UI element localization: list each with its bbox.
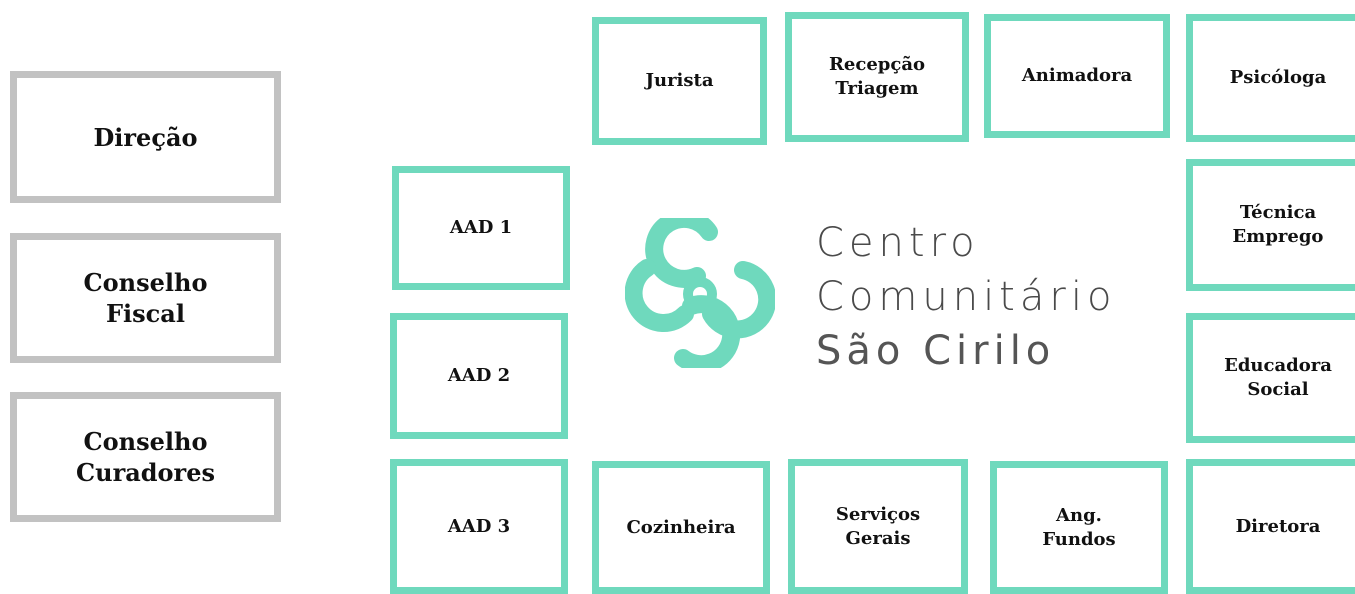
team-box-ang-fundos: Ang. Fundos: [990, 461, 1168, 594]
governance-label: Conselho Curadores: [76, 427, 215, 487]
team-label: Ang. Fundos: [1042, 504, 1116, 550]
team-box-tecnica-emprego: Técnica Emprego: [1186, 159, 1355, 291]
triple-s-loop-icon: [625, 218, 775, 368]
team-label: Recepção Triagem: [828, 54, 926, 99]
team-label: Serviços Gerais: [835, 503, 921, 549]
team-box-aad-1: AAD 1: [392, 166, 570, 290]
team-box-jurista: Jurista: [592, 17, 767, 145]
team-label: Cozinheira: [626, 516, 736, 538]
team-label: Diretora: [1235, 515, 1321, 537]
team-box-aad-2: AAD 2: [390, 313, 568, 439]
team-box-psicologa: Psicóloga: [1186, 14, 1355, 142]
governance-box-conselho-curadores: Conselho Curadores: [10, 392, 281, 522]
team-label: AAD 2: [447, 365, 511, 386]
team-label: AAD 3: [447, 515, 511, 537]
logo-wordmark: Centro Comunitário São Cirilo: [816, 216, 1116, 378]
team-box-animadora: Animadora: [984, 14, 1170, 138]
team-label: Educadora Social: [1224, 355, 1332, 400]
governance-label: Conselho Fiscal: [83, 268, 208, 328]
team-label: Jurista: [645, 70, 714, 91]
logo-line-1: Centro: [816, 220, 980, 266]
team-box-servicos-gerais: Serviços Gerais: [788, 459, 968, 594]
team-box-educadora-social: Educadora Social: [1186, 313, 1355, 443]
governance-label: Direção: [93, 122, 198, 152]
logo-line-3: São Cirilo: [816, 328, 1056, 374]
governance-box-direcao: Direção: [10, 71, 281, 203]
team-box-aad-3: AAD 3: [390, 459, 568, 594]
logo-line-2: Comunitário: [816, 274, 1117, 320]
team-label: Animadora: [1021, 65, 1133, 86]
team-label: AAD 1: [449, 217, 513, 238]
governance-box-conselho-fiscal: Conselho Fiscal: [10, 233, 281, 363]
team-box-cozinheira: Cozinheira: [592, 461, 770, 594]
team-label: Técnica Emprego: [1232, 202, 1324, 247]
team-box-recepcao-triagem: Recepção Triagem: [785, 12, 969, 142]
team-box-diretora: Diretora: [1186, 459, 1355, 594]
team-label: Psicóloga: [1229, 67, 1327, 88]
